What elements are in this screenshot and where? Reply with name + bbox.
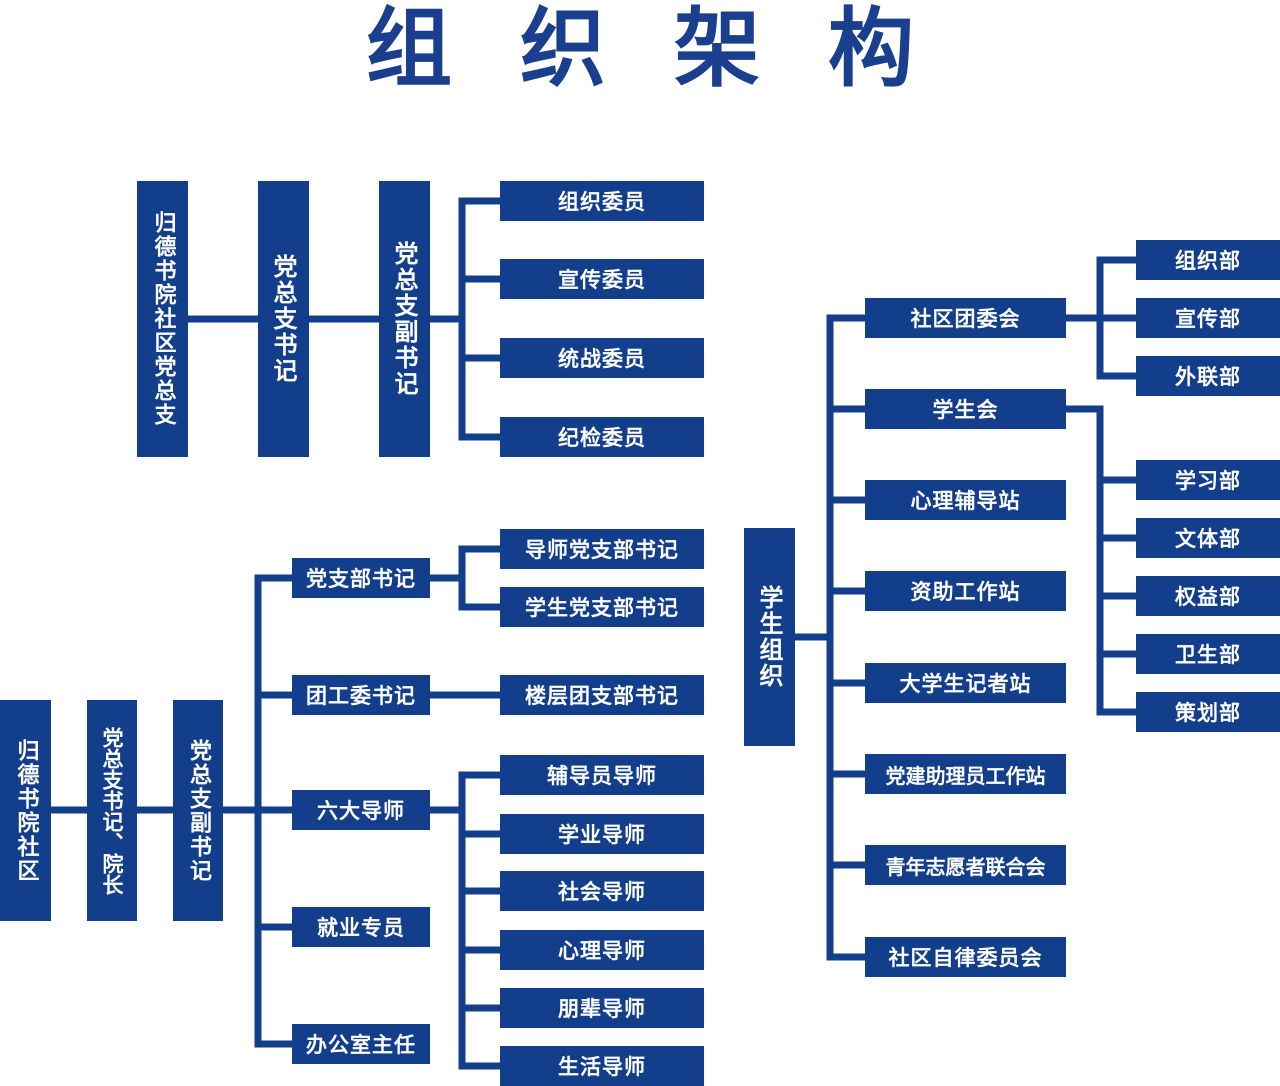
child-node: 楼层团支部书记 — [500, 675, 704, 715]
child-node: 导师党支部书记 — [500, 529, 704, 569]
department-node: 权益部 — [1136, 576, 1280, 616]
bottom-root-node: 归德书院社区 — [0, 700, 51, 921]
student-unit-node: 社区团委会 — [865, 298, 1066, 338]
child-node: 朋辈导师 — [500, 988, 704, 1028]
department-node: 文体部 — [1136, 518, 1280, 558]
top-member-node: 纪检委员 — [500, 417, 704, 457]
student-unit-node: 党建助理员工作站 — [865, 754, 1066, 794]
child-node: 学生党支部书记 — [500, 587, 704, 627]
group-node-party-branch: 党支部书记 — [292, 558, 430, 598]
department-node: 卫生部 — [1136, 634, 1280, 674]
child-node: 心理导师 — [500, 930, 704, 970]
bottom-deputy-secretary-node: 党总支副书记 — [173, 700, 223, 921]
top-member-node: 宣传委员 — [500, 259, 704, 299]
top-member-node: 统战委员 — [500, 338, 704, 378]
child-node: 社会导师 — [500, 871, 704, 911]
top-secretary-node: 党总支书记 — [258, 181, 309, 457]
student-unit-node: 学生会 — [865, 389, 1066, 429]
department-node: 学习部 — [1136, 460, 1280, 500]
group-node-youth-league: 团工委书记 — [292, 675, 430, 715]
student-unit-node: 资助工作站 — [865, 571, 1066, 611]
department-node: 策划部 — [1136, 692, 1280, 732]
department-node: 组织部 — [1136, 240, 1280, 280]
department-node: 外联部 — [1136, 356, 1280, 396]
page-title: 组织架构 — [0, 0, 1280, 110]
child-node: 学业导师 — [500, 814, 704, 854]
student-unit-node: 青年志愿者联合会 — [865, 845, 1066, 885]
department-node: 宣传部 — [1136, 298, 1280, 338]
group-node-office: 办公室主任 — [292, 1024, 430, 1064]
student-unit-node: 大学生记者站 — [865, 663, 1066, 703]
group-node-mentors: 六大导师 — [292, 790, 430, 830]
bottom-secretary-president-node: 党总支书记、院长 — [87, 700, 137, 921]
title-char: 架 — [674, 0, 760, 99]
top-root-node: 归德书院社区党总支 — [137, 181, 188, 457]
student-org-root-node: 学生组织 — [744, 528, 795, 746]
group-node-employment: 就业专员 — [292, 907, 430, 947]
title-char: 织 — [520, 0, 606, 99]
title-char: 组 — [366, 0, 452, 99]
top-member-node: 组织委员 — [500, 181, 704, 221]
top-deputy-secretary-node: 党总支副书记 — [379, 181, 430, 457]
title-char: 构 — [828, 0, 914, 99]
student-unit-node: 心理辅导站 — [865, 480, 1066, 520]
child-node: 生活导师 — [500, 1046, 704, 1086]
student-unit-node: 社区自律委员会 — [865, 937, 1066, 977]
child-node: 辅导员导师 — [500, 755, 704, 795]
